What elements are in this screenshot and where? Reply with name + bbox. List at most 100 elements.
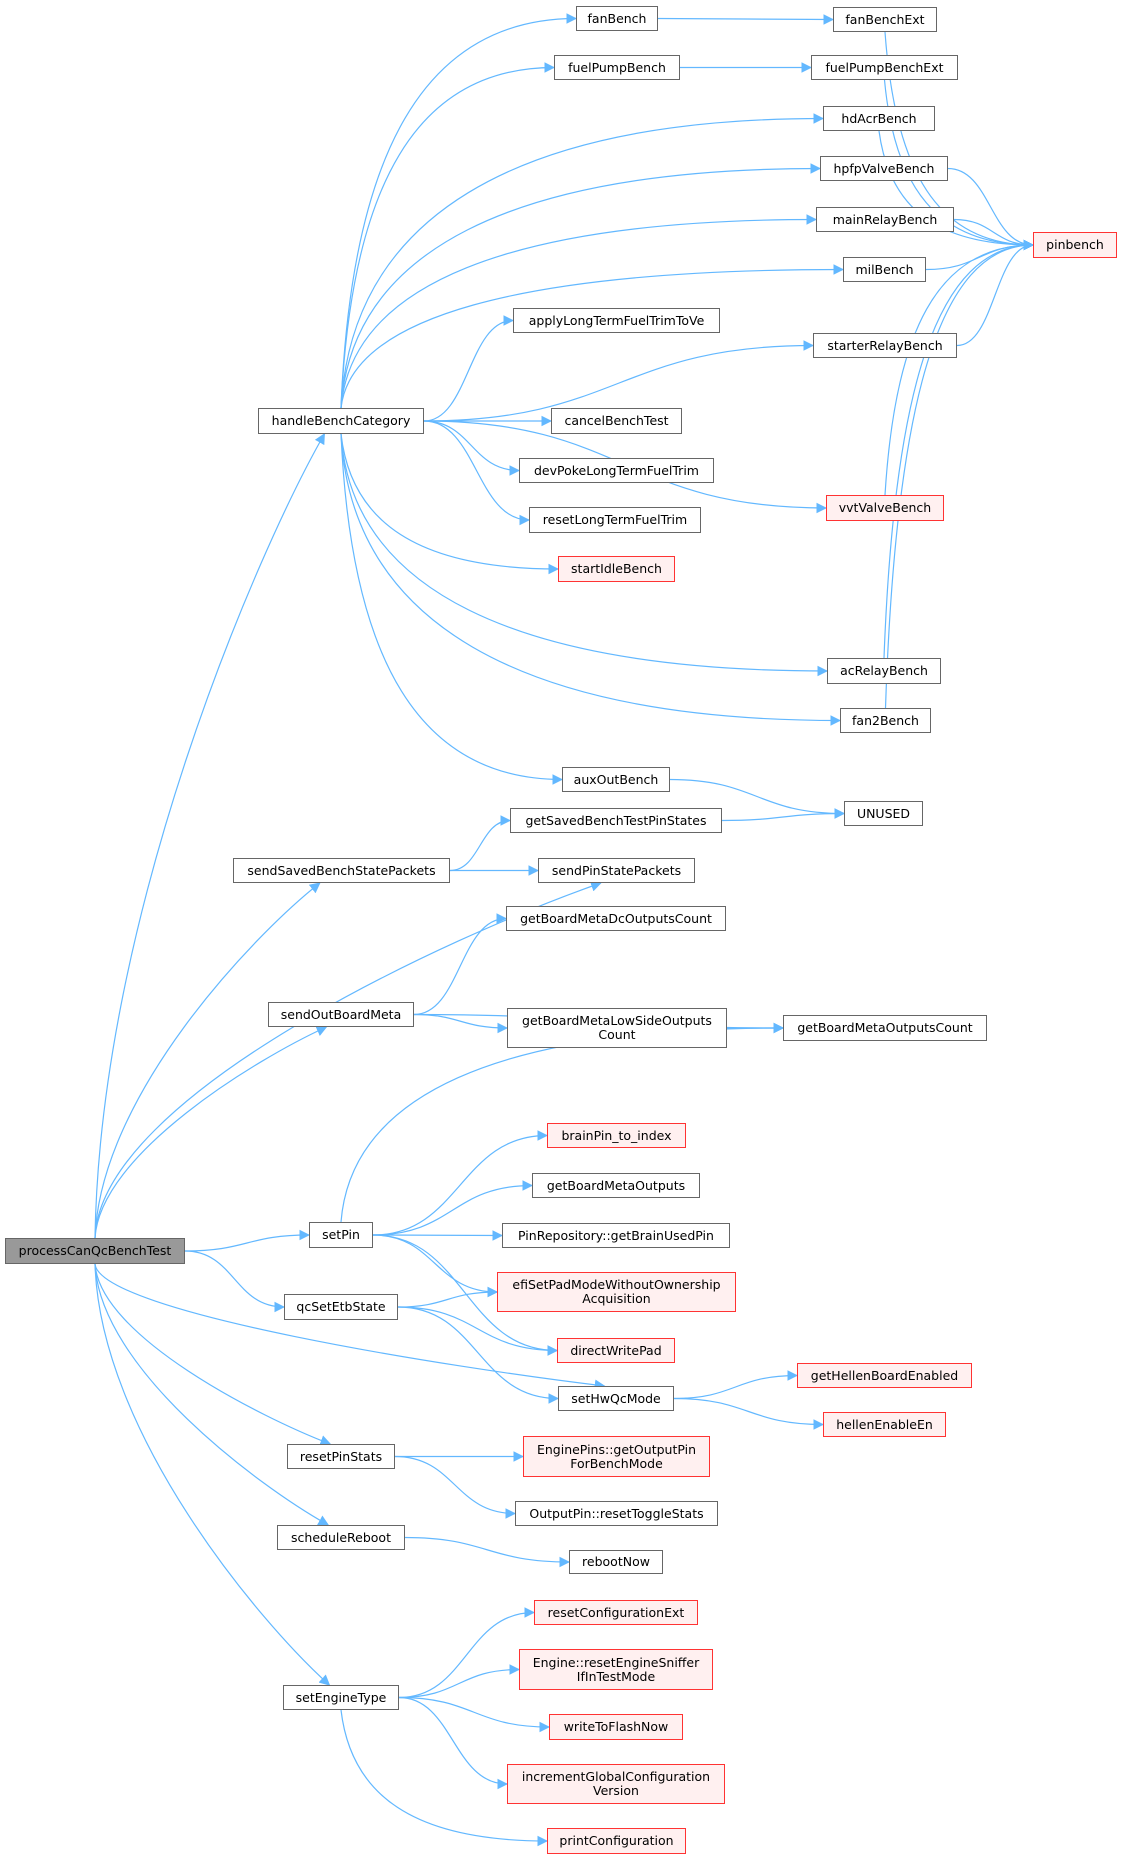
edge-processCanQcBenchTest-to-setHwQcMode bbox=[94, 1263, 606, 1391]
graph-node-send-out-board-meta[interactable]: sendOutBoardMeta bbox=[268, 1002, 414, 1027]
edge-resetPinStats-to-resetToggleStats bbox=[394, 1455, 517, 1519]
edge-qcSetEtbState-to-efiSetPadModeWithoutOwnershipAcquisition bbox=[397, 1286, 499, 1308]
graph-node-set-engine-type[interactable]: setEngineType bbox=[283, 1685, 399, 1710]
edge-qcSetEtbState-to-setHwQcMode bbox=[397, 1306, 560, 1404]
edge-sendOutBoardMeta-to-getBoardMetaLowSideOutputsCount bbox=[413, 1013, 509, 1034]
edge-handleBenchCategory-to-fuelPumpBench bbox=[340, 62, 556, 409]
edge-mainRelayBench-to-pinbench bbox=[953, 218, 1035, 251]
edge-handleBenchCategory-to-hpfpValveBench bbox=[340, 163, 822, 409]
graph-node-process-can-qc-bench-test: processCanQcBenchTest bbox=[5, 1238, 185, 1264]
edge-handleBenchCategory-to-starterRelayBench bbox=[423, 340, 815, 422]
graph-node-fan-bench-ext[interactable]: fanBenchExt bbox=[833, 7, 937, 32]
edge-handleBenchCategory-to-mainRelayBench bbox=[340, 214, 818, 409]
edge-setHwQcMode-to-getHellenBoardEnabled bbox=[673, 1370, 799, 1400]
graph-node-direct-write-pad[interactable]: directWritePad bbox=[557, 1338, 675, 1363]
edge-setPin-to-getBrainUsedPin bbox=[372, 1230, 504, 1241]
graph-node-cancel-bench-test[interactable]: cancelBenchTest bbox=[551, 408, 682, 434]
graph-node-set-hw-qc-mode[interactable]: setHwQcMode bbox=[558, 1386, 674, 1411]
edge-handleBenchCategory-to-fan2Bench bbox=[340, 433, 842, 726]
graph-node-mil-bench[interactable]: milBench bbox=[843, 257, 926, 282]
graph-node-get-brain-used-pin[interactable]: PinRepository::getBrainUsedPin bbox=[502, 1223, 730, 1248]
graph-node-vvt-valve-bench[interactable]: vvtValveBench bbox=[826, 495, 944, 521]
graph-node-reboot-now[interactable]: rebootNow bbox=[569, 1550, 663, 1574]
graph-node-reset-toggle-stats[interactable]: OutputPin::resetToggleStats bbox=[515, 1501, 718, 1526]
edge-fanBenchExt-to-pinbench bbox=[884, 31, 1035, 251]
graph-node-print-configuration[interactable]: printConfiguration bbox=[547, 1828, 686, 1854]
edge-handleBenchCategory-to-startIdleBench bbox=[340, 433, 560, 575]
graph-node-qc-set-etb-state[interactable]: qcSetEtbState bbox=[284, 1294, 398, 1320]
graph-node-reset-engine-sniffer-if-in-test-mode[interactable]: Engine::resetEngineSniffer IfInTestMode bbox=[519, 1649, 713, 1690]
edge-processCanQcBenchTest-to-resetPinStats bbox=[94, 1263, 332, 1446]
edge-setEngineType-to-resetEngineSnifferIfInTestMode bbox=[398, 1664, 521, 1699]
edge-fan2Bench-to-pinbench bbox=[884, 239, 1035, 709]
edge-sendSavedBenchStatePackets-to-getSavedBenchTestPinStates bbox=[449, 815, 512, 872]
graph-node-unused[interactable]: UNUSED bbox=[844, 801, 923, 826]
edge-processCanQcBenchTest-to-sendSavedBenchStatePackets bbox=[94, 882, 321, 1239]
edge-fanBench-to-fanBenchExt bbox=[657, 14, 835, 25]
graph-node-apply-long-term-fuel-trim-to-ve[interactable]: applyLongTermFuelTrimToVe bbox=[513, 308, 720, 333]
edge-handleBenchCategory-to-milBench bbox=[340, 264, 845, 409]
edge-qcSetEtbState-to-directWritePad bbox=[397, 1306, 559, 1356]
graph-node-send-saved-bench-state-packets[interactable]: sendSavedBenchStatePackets bbox=[233, 858, 450, 883]
edge-scheduleReboot-to-rebootNow bbox=[404, 1536, 571, 1568]
edge-handleBenchCategory-to-devPokeLongTermFuelTrim bbox=[423, 420, 521, 476]
graph-node-get-board-meta-outputs[interactable]: getBoardMetaOutputs bbox=[532, 1173, 700, 1198]
edge-setEngineType-to-incrementGlobalConfigurationVersion bbox=[398, 1696, 509, 1790]
graph-node-reset-long-term-fuel-trim[interactable]: resetLongTermFuelTrim bbox=[529, 507, 701, 533]
graph-node-starter-relay-bench[interactable]: starterRelayBench bbox=[813, 333, 957, 358]
edge-handleBenchCategory-to-auxOutBench bbox=[340, 433, 564, 785]
graph-node-get-board-meta-outputs-count[interactable]: getBoardMetaOutputsCount bbox=[783, 1015, 987, 1041]
edge-acRelayBench-to-pinbench bbox=[883, 239, 1035, 659]
graph-node-efi-set-pad-mode-without-ownership-acquisition[interactable]: efiSetPadModeWithoutOwnership Acquisitio… bbox=[497, 1272, 736, 1312]
graph-node-fuel-pump-bench-ext[interactable]: fuelPumpBenchExt bbox=[811, 55, 958, 80]
edge-setHwQcMode-to-hellenEnableEn bbox=[673, 1397, 825, 1430]
edge-processCanQcBenchTest-to-setPin bbox=[184, 1229, 311, 1252]
edge-getSavedBenchTestPinStates-to-UNUSED bbox=[721, 808, 846, 822]
edge-hpfpValveBench-to-pinbench bbox=[947, 167, 1035, 251]
edge-processCanQcBenchTest-to-handleBenchCategory bbox=[94, 433, 325, 1239]
edge-setPin-to-getBoardMetaOutputs bbox=[372, 1180, 534, 1236]
graph-node-fan-bench[interactable]: fanBench bbox=[576, 6, 658, 31]
edge-sendOutBoardMeta-to-getBoardMetaDcOutputsCount bbox=[413, 913, 508, 1016]
graph-node-handle-bench-category[interactable]: handleBenchCategory bbox=[258, 408, 424, 434]
graph-node-get-board-meta-dc-outputs-count[interactable]: getBoardMetaDcOutputsCount bbox=[506, 906, 726, 931]
edge-vvtValveBench-to-pinbench bbox=[884, 239, 1035, 496]
edge-handleBenchCategory-to-fanBench bbox=[340, 13, 578, 409]
graph-node-get-output-pin-for-bench-mode[interactable]: EnginePins::getOutputPin ForBenchMode bbox=[523, 1436, 710, 1477]
graph-node-hpfp-valve-bench[interactable]: hpfpValveBench bbox=[820, 156, 948, 181]
graph-node-fuel-pump-bench[interactable]: fuelPumpBench bbox=[554, 55, 680, 80]
graph-node-fan2bench[interactable]: fan2Bench bbox=[840, 708, 931, 733]
graph-node-set-pin[interactable]: setPin bbox=[309, 1222, 373, 1248]
edge-setPin-to-brainPin_to_index bbox=[372, 1130, 549, 1236]
graph-node-main-relay-bench[interactable]: mainRelayBench bbox=[816, 207, 954, 232]
edge-processCanQcBenchTest-to-sendOutBoardMeta bbox=[94, 1026, 328, 1239]
edge-auxOutBench-to-UNUSED bbox=[669, 778, 846, 819]
graph-node-start-idle-bench[interactable]: startIdleBench bbox=[558, 556, 675, 582]
edge-handleBenchCategory-to-hdAcrBench bbox=[340, 113, 825, 409]
graph-node-increment-global-configuration-version[interactable]: incrementGlobalConfiguration Version bbox=[507, 1764, 725, 1804]
edge-setEngineType-to-writeToFlashNow bbox=[398, 1696, 551, 1733]
graph-node-reset-configuration-ext[interactable]: resetConfigurationExt bbox=[534, 1600, 698, 1625]
graph-node-get-saved-bench-test-pin-states[interactable]: getSavedBenchTestPinStates bbox=[510, 808, 722, 833]
graph-node-pinbench[interactable]: pinbench bbox=[1033, 232, 1117, 258]
graph-node-schedule-reboot[interactable]: scheduleReboot bbox=[277, 1525, 405, 1550]
graph-node-dev-poke-long-term-fuel-trim[interactable]: devPokeLongTermFuelTrim bbox=[519, 458, 714, 483]
graph-node-hellen-enable-en[interactable]: hellenEnableEn bbox=[823, 1412, 946, 1437]
graph-node-send-pin-state-packets[interactable]: sendPinStatePackets bbox=[538, 858, 695, 883]
edge-processCanQcBenchTest-to-qcSetEtbState bbox=[184, 1250, 286, 1313]
graph-node-get-hellen-board-enabled[interactable]: getHellenBoardEnabled bbox=[797, 1363, 972, 1388]
edge-setPin-to-efiSetPadModeWithoutOwnershipAcquisition bbox=[372, 1234, 499, 1298]
graph-node-hd-acr-bench[interactable]: hdAcrBench bbox=[823, 106, 935, 131]
edge-processCanQcBenchTest-to-scheduleReboot bbox=[94, 1263, 330, 1526]
edge-handleBenchCategory-to-resetLongTermFuelTrim bbox=[423, 420, 531, 526]
graph-node-write-to-flash-now[interactable]: writeToFlashNow bbox=[549, 1714, 683, 1740]
graph-node-brain-pin-to-index[interactable]: brainPin_to_index bbox=[547, 1123, 686, 1148]
edge-handleBenchCategory-to-applyLongTermFuelTrimToVe bbox=[423, 315, 515, 422]
graph-node-aux-out-bench[interactable]: auxOutBench bbox=[562, 767, 670, 792]
edge-setEngineType-to-printConfiguration bbox=[340, 1709, 549, 1847]
edge-setEngineType-to-resetConfigurationExt bbox=[398, 1607, 536, 1699]
graph-node-ac-relay-bench[interactable]: acRelayBench bbox=[827, 658, 941, 684]
edge-handleBenchCategory-to-acRelayBench bbox=[340, 433, 829, 677]
graph-node-reset-pin-stats[interactable]: resetPinStats bbox=[287, 1444, 395, 1469]
graph-node-get-board-meta-low-side-outputs-count[interactable]: getBoardMetaLowSideOutputs Count bbox=[507, 1008, 727, 1048]
